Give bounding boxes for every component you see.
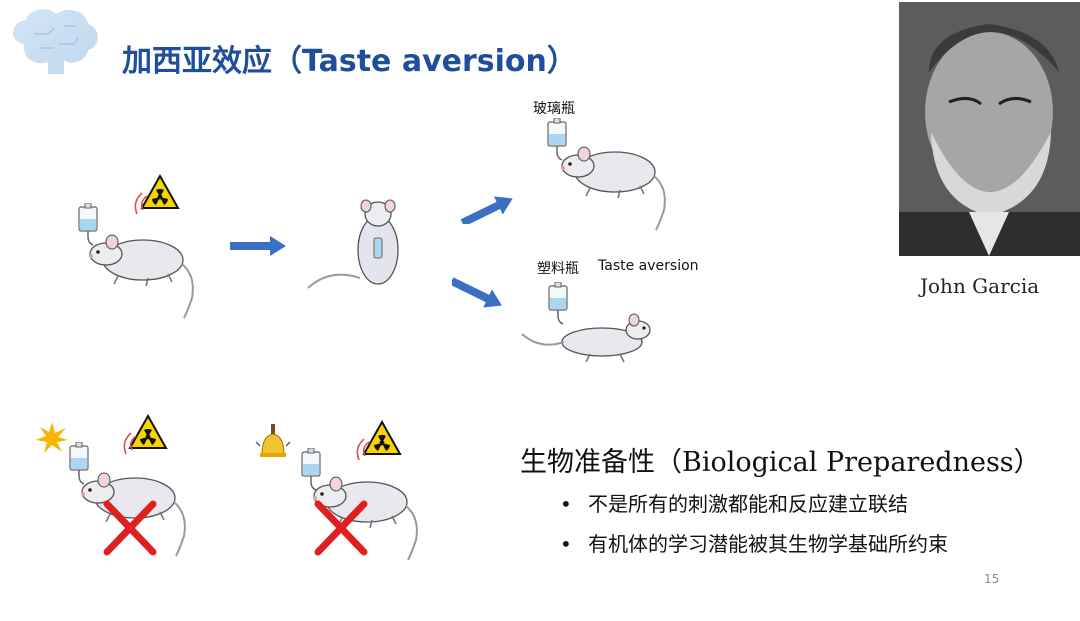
bell-icon [255, 424, 291, 457]
radiation-waves [134, 192, 148, 215]
rat-holding-bottle-icon [307, 199, 399, 289]
rat-crouching-icon [521, 313, 651, 363]
bullet-item: • 有机体的学习潜能被其生物学基础所约束 [560, 528, 948, 557]
cross-icon [314, 500, 370, 558]
radiation-waves [123, 432, 137, 455]
radiation-waves [356, 438, 370, 461]
bullet-text: 不是所有的刺激都能和反应建立联结 [588, 492, 908, 516]
bullet-item: • 不是所有的刺激都能和反应建立联结 [560, 488, 908, 517]
glass-bottle-label: 玻璃瓶 [533, 101, 575, 117]
bullet-marker: • [560, 492, 572, 516]
sun-icon [36, 422, 68, 453]
photo-caption: John Garcia [920, 274, 1040, 298]
arrow-up-icon [458, 189, 516, 224]
plastic-bottle-label: 塑料瓶 [537, 261, 579, 277]
cross-icon [103, 500, 159, 558]
rat-icon [88, 234, 194, 319]
bullet-text: 有机体的学习潜能被其生物学基础所约束 [588, 532, 948, 556]
preparedness-heading: 生物准备性（Biological Preparedness） [520, 447, 1041, 478]
taste-aversion-label: Taste aversion [598, 258, 699, 274]
john-garcia-photo [899, 2, 1080, 256]
arrow-down-icon [452, 272, 507, 308]
slide-title: 加西亚效应（Taste aversion） [122, 44, 577, 79]
page-number: 15 [984, 572, 1000, 586]
brain-logo-icon [12, 9, 98, 75]
arrow-icon [230, 236, 286, 256]
rat-icon [560, 146, 666, 231]
bullet-marker: • [560, 532, 572, 556]
